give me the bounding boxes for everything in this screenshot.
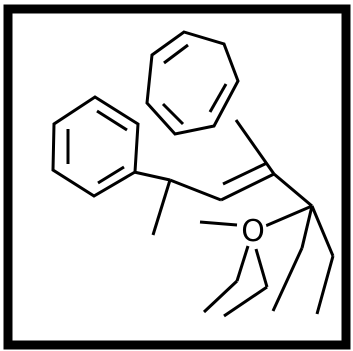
left-ring-outline bbox=[51, 95, 140, 198]
chain-c-bond-1 bbox=[300, 205, 314, 249]
chain-a-bond-2 bbox=[202, 279, 239, 314]
alkyl-chains bbox=[202, 205, 335, 318]
backbone-bonds bbox=[133, 119, 313, 236]
left-ring-double-bond-3 bbox=[97, 165, 125, 185]
bond-c1-c2-double bbox=[222, 161, 268, 186]
left-phenyl-ring bbox=[51, 95, 140, 198]
bond-ch-to-c2 bbox=[220, 172, 275, 202]
chain-a-bond-1 bbox=[235, 245, 250, 282]
oxygen-label-background bbox=[239, 216, 267, 244]
bond-c1-methyl bbox=[151, 179, 172, 236]
bond-left-ring-to-c1 bbox=[133, 170, 171, 182]
left-ring-double-bond-2 bbox=[96, 109, 128, 132]
chain-d-bond-1 bbox=[310, 205, 335, 257]
upper-ring-double-bond-2 bbox=[161, 102, 185, 126]
chain-d-bond-2 bbox=[315, 255, 335, 315]
chain-b-bond-2 bbox=[223, 285, 268, 318]
upper-ring-double-bond-3 bbox=[208, 83, 228, 113]
chain-b-bond-1 bbox=[254, 248, 269, 288]
upper-ring-double-bond-1 bbox=[163, 43, 189, 65]
bond-upper-ring-to-c2 bbox=[234, 119, 276, 175]
oxygen-atom: O bbox=[239, 214, 267, 249]
bond-oxygen-methyl-left bbox=[199, 220, 238, 227]
oxygen-label: O bbox=[241, 214, 265, 249]
upper-ring-outline bbox=[145, 30, 240, 136]
upper-phenyl-ring bbox=[145, 30, 240, 136]
diagram-frame bbox=[3, 4, 351, 350]
bond-c2-to-c3 bbox=[273, 172, 313, 208]
bond-c1-to-ch bbox=[169, 178, 222, 202]
chain-c-bond-2 bbox=[271, 247, 304, 312]
